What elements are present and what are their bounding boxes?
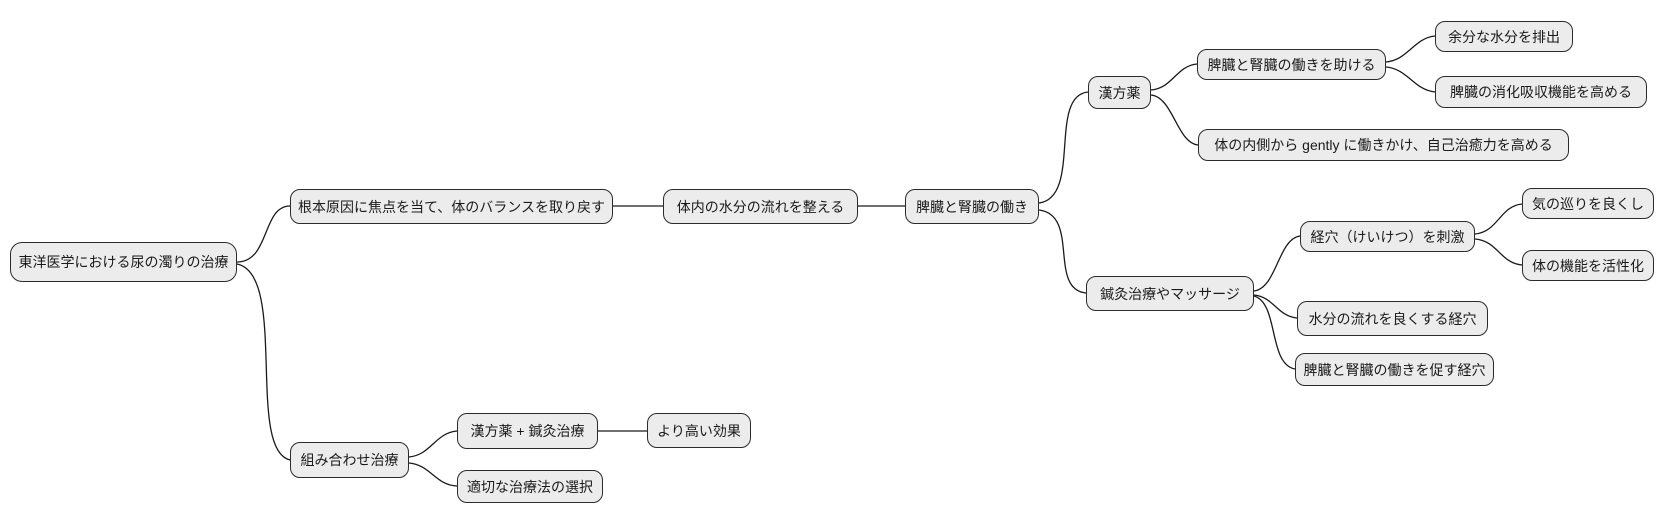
edge-kampo-help-function [1150,63,1198,91]
node-treatment-selection: 適切な治療法の選択 [457,470,603,503]
node-promote-acupoint: 脾臓と腎臓の働きを促す経穴 [1295,353,1494,386]
node-root-cause: 根本原因に焦点を当て、体のバランスを取り戻す [290,189,613,224]
edge-root-root-cause [236,205,291,263]
edge-combination-kampo-plus [408,430,458,458]
edge-keiketsu-activate-body [1474,238,1523,266]
edge-root-combination [236,263,291,461]
node-acupuncture-massage: 鍼灸治療やマッサージ [1086,276,1254,311]
node-help-function: 脾臓と腎臓の働きを助ける [1197,49,1386,80]
node-ki-circulation: 気の巡りを良くし [1522,188,1654,219]
edge-keiketsu-ki-circulation [1474,203,1523,235]
node-gentle: 体の内側から gently に働きかけ、自己治癒力を高める [1198,129,1569,161]
node-higher-effect: より高い効果 [647,413,751,448]
edge-spleen-kidney-kampo [1038,91,1089,204]
node-spleen-kidney: 脾臓と腎臓の働き [905,189,1039,224]
edge-help-function-excess-water [1385,35,1436,63]
node-digestion: 脾臓の消化吸収機能を高める [1435,76,1647,108]
edge-acupuncture-massage-keiketsu [1253,235,1301,292]
edge-combination-treatment-selection [408,462,458,487]
edge-kampo-gentle [1150,94,1199,146]
node-water-flow: 体内の水分の流れを整える [663,189,858,224]
edge-help-function-digestion [1385,66,1436,93]
node-excess-water: 余分な水分を排出 [1435,21,1573,52]
node-keiketsu: 経穴（けいけつ）を刺激 [1300,221,1475,252]
edge-spleen-kidney-acupuncture-massage [1038,209,1087,294]
edge-acupuncture-massage-water-acupoint [1253,294,1298,319]
node-combination: 組み合わせ治療 [290,442,409,478]
node-water-acupoint: 水分の流れを良くする経穴 [1297,301,1488,336]
node-kampo: 漢方薬 [1088,76,1151,109]
node-activate-body: 体の機能を活性化 [1522,250,1654,281]
edge-acupuncture-massage-promote-acupoint [1253,295,1296,370]
node-root: 東洋医学における尿の濁りの治療 [10,242,237,282]
node-kampo-plus: 漢方薬 + 鍼灸治療 [457,413,598,449]
